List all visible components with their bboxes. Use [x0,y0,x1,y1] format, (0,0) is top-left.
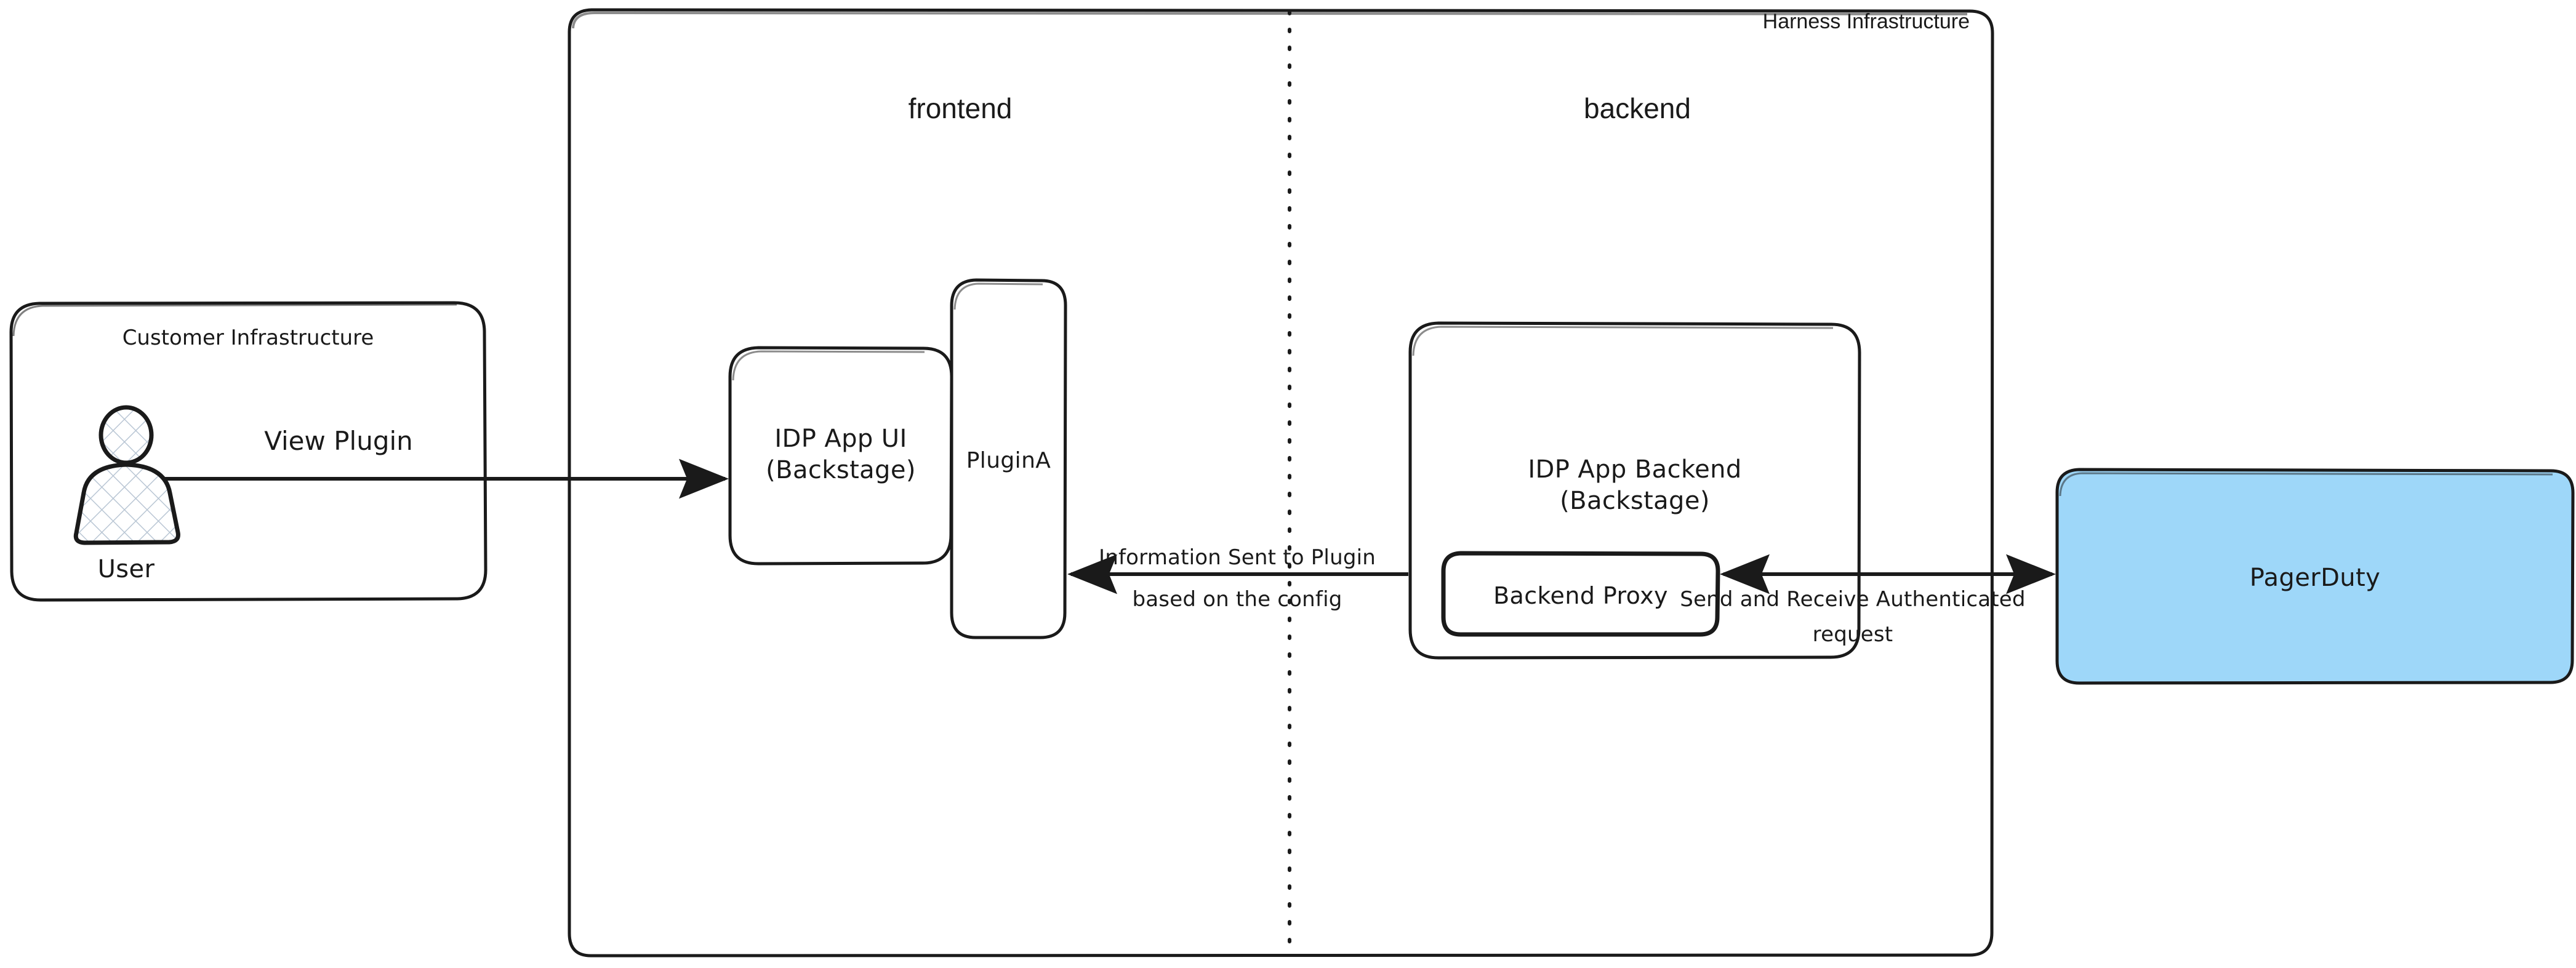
customer-infrastructure-container [9,301,488,602]
backend-proxy-box [1441,551,1720,637]
idp-app-ui-box [728,346,953,566]
plugin-a-box [950,278,1067,639]
harness-infrastructure-container [568,8,1994,958]
pagerduty-box [2055,468,2575,685]
user-actor-icon [73,405,180,545]
